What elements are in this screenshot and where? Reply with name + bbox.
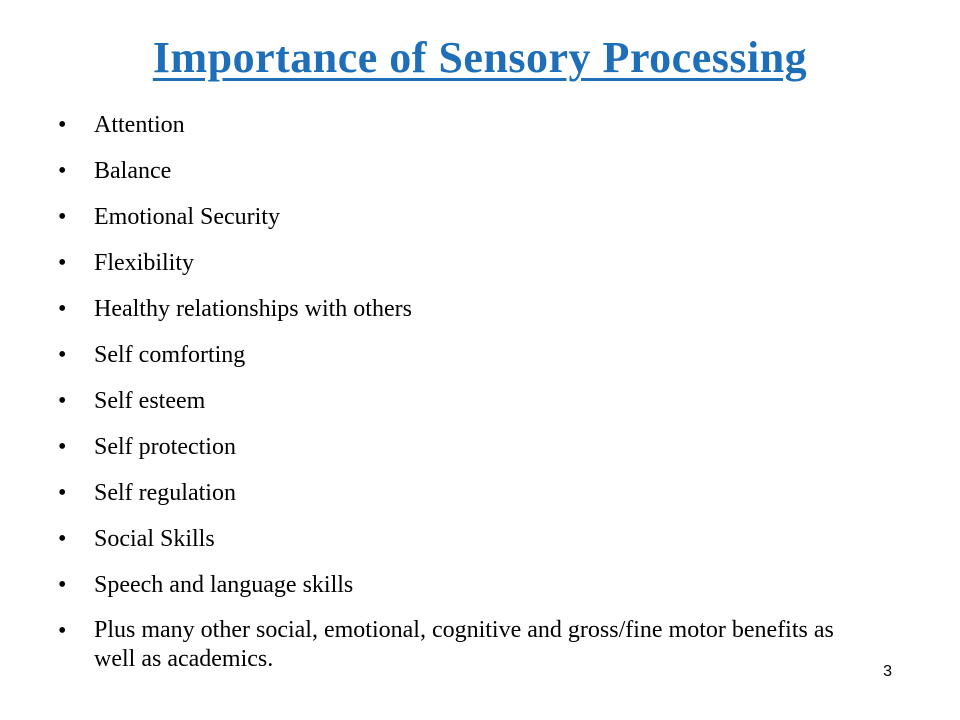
bullet-icon: • [58,480,67,506]
bullet-text: Emotional Security [94,204,280,230]
bullet-text: Plus many other social, emotional, cogni… [94,617,834,672]
list-item: • Balance [58,156,858,186]
bullet-text: Healthy relationships with others [94,296,412,322]
bullet-text: Social Skills [94,526,215,552]
bullet-text: Balance [94,158,172,184]
bullet-icon: • [58,526,67,552]
bullet-icon: • [58,618,67,644]
bullet-icon: • [58,388,67,414]
list-item: • Speech and language skills [58,570,858,600]
list-item: • Attention [58,110,858,140]
list-item: • Emotional Security [58,202,858,232]
page-number: 3 [883,663,892,680]
bullet-icon: • [58,296,67,322]
bullet-text: Self esteem [94,388,206,414]
bullet-text: Speech and language skills [94,572,354,598]
list-item: • Flexibility [58,248,858,278]
list-item: • Self protection [58,432,858,462]
bullet-icon: • [58,250,67,276]
bullet-list: • Attention • Balance • Emotional Securi… [58,110,858,690]
bullet-icon: • [58,342,67,368]
list-item: • Healthy relationships with others [58,294,858,324]
bullet-icon: • [58,158,67,184]
bullet-icon: • [58,434,67,460]
bullet-text: Self regulation [94,480,236,506]
list-item: • Self regulation [58,478,858,508]
bullet-text: Flexibility [94,250,195,276]
bullet-icon: • [58,112,67,138]
list-item: • Social Skills [58,524,858,554]
bullet-icon: • [58,572,67,598]
list-item: • Self esteem [58,386,858,416]
bullet-text: Attention [94,112,185,138]
bullet-text: Self comforting [94,342,246,368]
slide-title: Importance of Sensory Processing [152,33,808,82]
list-item: • Self comforting [58,340,858,370]
list-item: • Plus many other social, emotional, cog… [58,616,858,674]
bullet-text: Self protection [94,434,236,460]
bullet-icon: • [58,204,67,230]
